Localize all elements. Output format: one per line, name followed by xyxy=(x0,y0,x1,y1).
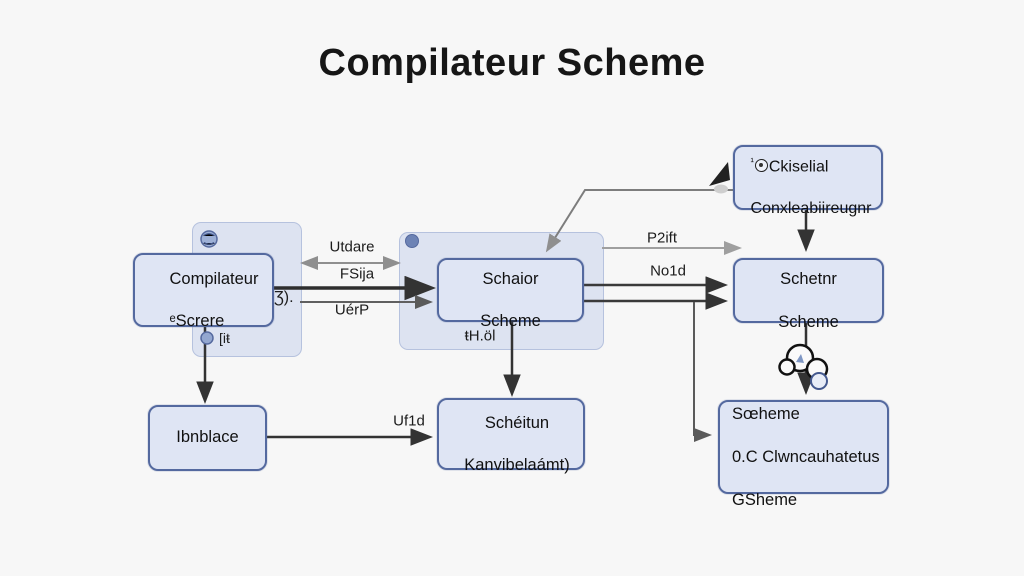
node-label: Ibnblace xyxy=(176,428,239,447)
node-label: Kanvibelaámt) xyxy=(464,456,570,475)
flag-arrow-icon xyxy=(709,162,730,194)
edge-label-uerp: UérP xyxy=(334,301,370,319)
circle-cluster-icon xyxy=(778,343,829,390)
edge-label-no1d: No1d xyxy=(650,262,686,280)
edge-label-uf1d: Uf1d xyxy=(393,412,425,430)
edge-label-thol: ŧH.öl xyxy=(464,327,496,345)
node-label: Scheme xyxy=(480,312,541,331)
globe-icon xyxy=(200,230,218,248)
small-node-icon xyxy=(200,331,214,345)
edge-label-fsija: FSija xyxy=(339,265,375,283)
edge-label-utdare: Utdare xyxy=(329,238,375,256)
connector-topright-middle xyxy=(545,189,733,253)
node-label: ᵉScrere xyxy=(169,312,225,331)
lit-text: [iŧ xyxy=(219,330,230,346)
node-label: Ckiselial xyxy=(768,158,829,176)
node-ibnblace: Ibnblace xyxy=(148,405,267,471)
node-label: Scheme xyxy=(778,312,839,331)
node-ckiselial-compiler: ¹ Ckiselial Conxleabiireugnr xyxy=(733,145,883,217)
node-label: Schaior xyxy=(482,269,539,288)
node-label: Conxleabiireugnr xyxy=(750,199,872,217)
edge-label-p2ift: P2ift xyxy=(646,229,678,247)
node-schaior-scheme: Schaior Scheme xyxy=(437,258,584,330)
page-title: Compilateur Scheme xyxy=(318,42,706,84)
superscript-mark: ¹ xyxy=(750,157,754,169)
circled-dot-icon xyxy=(754,159,768,173)
node-label: Compilateur xyxy=(169,269,259,288)
node-label: GSheme xyxy=(732,490,798,509)
node-label: Schéitun xyxy=(484,413,550,432)
node-compilateur-source: Compilateur ᵉScrere xyxy=(133,253,274,331)
node-scheme-output: Sœheme 0.C Clwncauhatetus GSheme xyxy=(718,400,889,509)
node-label: Sœheme xyxy=(732,405,800,424)
node-schetnr-scheme: Schetnr Scheme xyxy=(733,258,884,331)
container-dot-icon xyxy=(405,234,419,248)
connector-branch-bottomright xyxy=(693,302,712,442)
stray-glyph: Ʒ). xyxy=(274,289,294,306)
node-label: Schetnr xyxy=(780,270,837,289)
node-label: 0.C Clwncauhatetus xyxy=(732,448,880,466)
node-scheitun: Schéitun Kanvibelaámt) xyxy=(437,398,585,474)
